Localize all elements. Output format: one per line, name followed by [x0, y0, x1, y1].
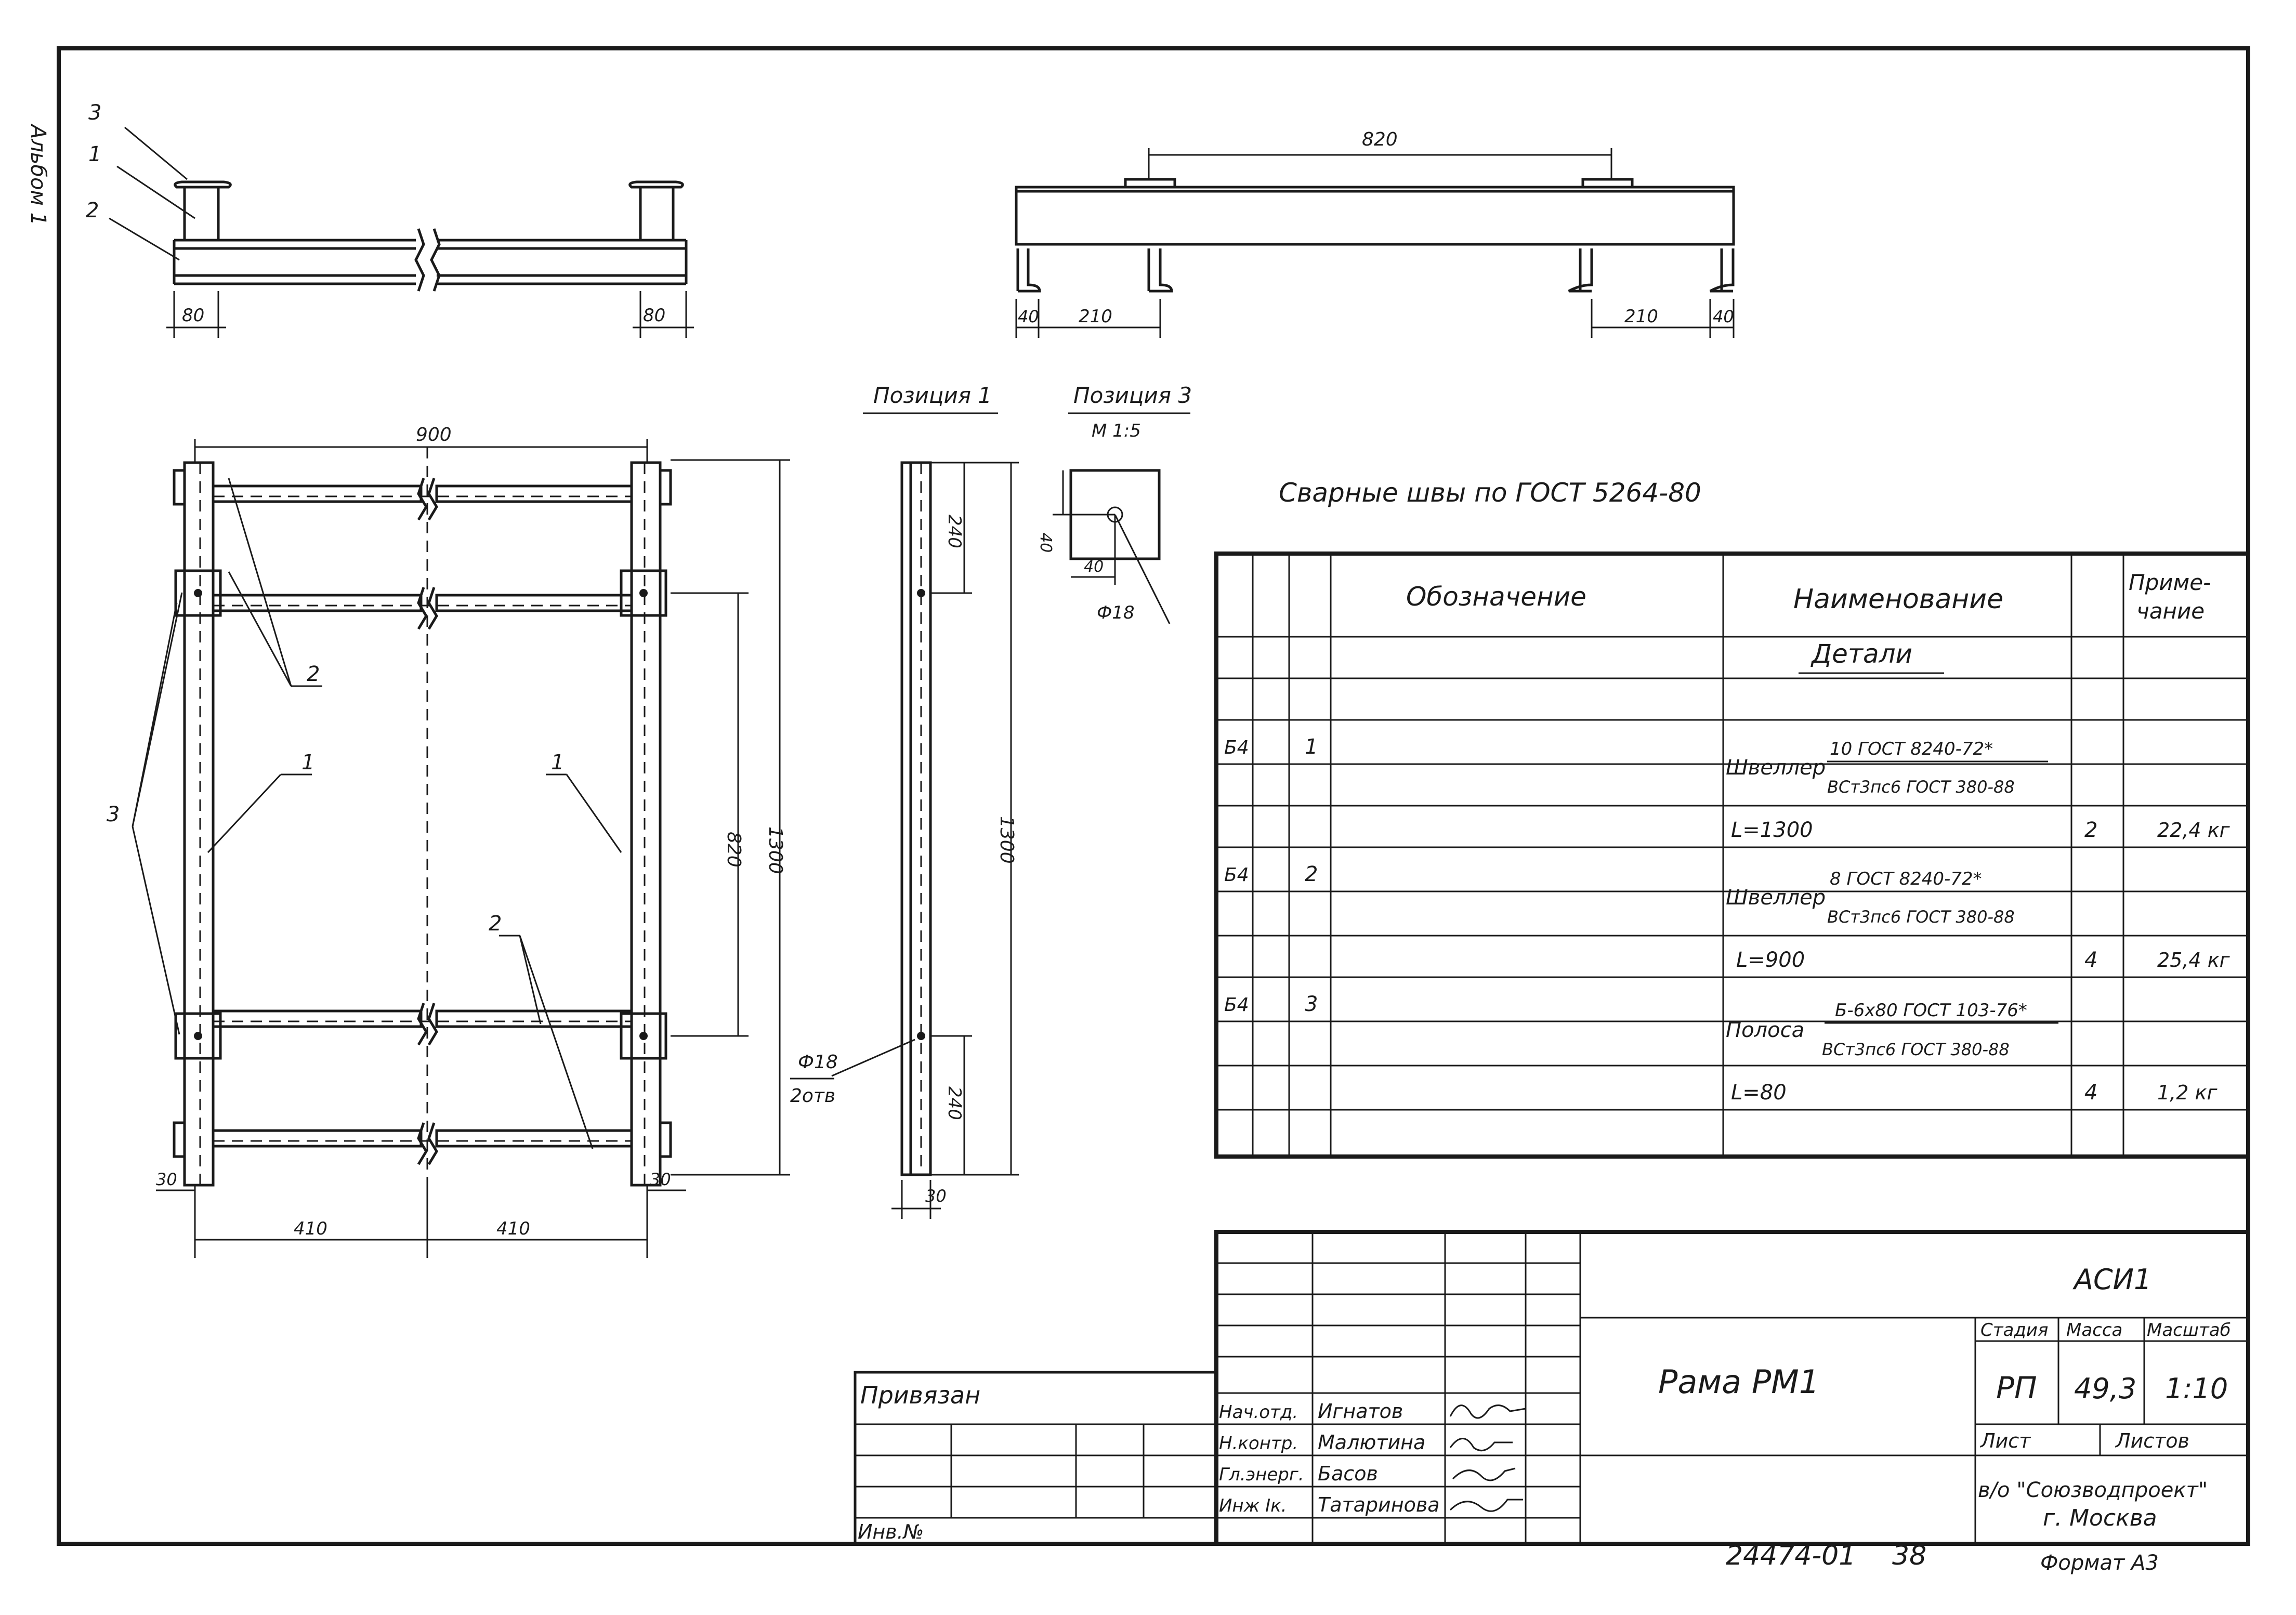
page-number: 38	[1892, 1540, 1926, 1571]
dim-80-left: 80	[182, 305, 204, 326]
staff-role-3: Гл.энерг.	[1219, 1464, 1304, 1485]
staff-name-2: Малютина	[1318, 1431, 1425, 1454]
callout-2-bottom: 2	[489, 912, 502, 936]
sheet-format: Формат А3	[2040, 1551, 2159, 1575]
staff-role-2: Н.контр.	[1219, 1433, 1298, 1454]
callout-3-plan: 3	[107, 803, 120, 826]
header-designation: Обозначение	[1406, 582, 1586, 612]
title-block: Привязан Инв.№ Нач.	[854, 1230, 2250, 1546]
staff-name-3: Басов	[1318, 1462, 1378, 1485]
callout-1-left: 1	[301, 751, 314, 774]
row3-bottom: ВСт3пс6 ГОСТ 380-88	[1822, 1040, 2010, 1059]
weld-note: Сварные швы по ГОСТ 5264-80	[1279, 478, 1701, 508]
stage-value: РП	[1996, 1370, 2037, 1406]
pos3-scale: М 1:5	[1092, 421, 1141, 441]
dim-820: 820	[1362, 129, 1398, 150]
dim-30-right: 30	[650, 1170, 671, 1189]
row1-name: Швеллер	[1726, 756, 1826, 780]
row1-format: Б4	[1224, 737, 1249, 758]
dim-900: 900	[416, 424, 452, 445]
staff-name-4: Татаринова	[1318, 1493, 1440, 1516]
pos1-dim-1300: 1300	[996, 816, 1017, 864]
plan-view: 900 820 1300 410 410 30 30 2 1 1 3 2	[107, 424, 790, 1258]
callout-2: 2	[86, 199, 99, 222]
row2-format: Б4	[1224, 864, 1249, 886]
row1-top: 10 ГОСТ 8240-72*	[1830, 739, 1993, 759]
header-note-1: Приме-	[2129, 570, 2211, 595]
callout-1: 1	[88, 142, 101, 166]
row2-bottom: ВСт3пс6 ГОСТ 380-88	[1827, 907, 2015, 927]
scale-value: 1:10	[2165, 1372, 2228, 1405]
dim-30-left: 30	[156, 1170, 177, 1189]
callout-1-right: 1	[551, 751, 564, 774]
row1-bottom: ВСт3пс6 ГОСТ 380-88	[1827, 777, 2015, 797]
staff-role-4: Инж Iк.	[1219, 1495, 1287, 1516]
dim-410-left: 410	[294, 1218, 327, 1239]
row2-top: 8 ГОСТ 8240-72*	[1830, 869, 1982, 889]
pos1-hole-dia: Ф18	[798, 1052, 838, 1073]
row3-top: Б-6х80 ГОСТ 103-76*	[1835, 1000, 2027, 1021]
staff-role-1: Нач.отд.	[1219, 1402, 1298, 1423]
position-1-detail: Позиция 1 240 1300 240 30 Ф18 2отв	[790, 383, 1019, 1219]
pos3-title: Позиция 3	[1073, 383, 1192, 408]
org-line-1: в/о "Союзводпроект"	[1978, 1478, 2208, 1502]
header-name: Наименование	[1793, 584, 2003, 615]
dim-1300-vert: 1300	[765, 826, 786, 874]
pos1-title: Позиция 1	[873, 383, 992, 408]
row2-name: Швеллер	[1726, 886, 1826, 910]
row1-length: L=1300	[1731, 818, 1813, 842]
scale-label: Масштаб	[2147, 1320, 2231, 1341]
callout-3: 3	[88, 101, 101, 125]
dim-820-vert: 820	[723, 832, 744, 868]
specification-table: Обозначение Наименование Приме- чание Де…	[1214, 552, 2250, 1159]
drawing-name: Рама РМ1	[1658, 1363, 1819, 1401]
header-note-2: чание	[2136, 598, 2205, 624]
pos1-dim-30: 30	[925, 1186, 947, 1206]
callout-2-top: 2	[307, 662, 320, 686]
project-code: АСИ1	[2072, 1263, 2151, 1296]
row1-mass: 22,4 кг	[2157, 819, 2231, 842]
dim-80-right: 80	[643, 305, 665, 326]
margin-note: Альбом 1	[26, 123, 50, 226]
row1-qty: 2	[2084, 818, 2097, 842]
signatures	[1449, 1404, 1526, 1512]
row2-mass: 25,4 кг	[2157, 949, 2231, 971]
row2-pos: 2	[1305, 862, 1318, 886]
section-details: Детали	[1810, 639, 1912, 669]
row3-format: Б4	[1224, 994, 1249, 1016]
pos1-dim-240-bottom: 240	[944, 1086, 965, 1120]
row3-qty: 4	[2084, 1081, 2097, 1105]
row1-pos: 1	[1305, 735, 1318, 759]
pos3-dim-40-horiz: 40	[1084, 558, 1104, 576]
dim-40-right: 40	[1713, 307, 1734, 326]
pos3-hole: Ф18	[1097, 602, 1135, 623]
position-3-detail: Позиция 3 М 1:5 40 40 Ф18	[1037, 383, 1192, 624]
sheets-label: Листов	[2115, 1429, 2189, 1452]
bound-label: Привязан	[860, 1381, 980, 1409]
mass-value: 49,3	[2074, 1372, 2136, 1405]
side-view-right: 820 40 210 210 40	[1015, 129, 1735, 338]
staff-name-1: Игнатов	[1318, 1400, 1403, 1423]
row3-name: Полоса	[1726, 1018, 1804, 1042]
dim-410-right: 410	[496, 1218, 530, 1239]
side-view-left: 3 1 2 80 80	[86, 101, 694, 338]
pos1-hole-count: 2отв	[790, 1085, 835, 1107]
stage-label: Стадия	[1980, 1320, 2048, 1341]
mass-label: Масса	[2066, 1320, 2122, 1341]
row3-mass: 1,2 кг	[2157, 1081, 2218, 1104]
row2-length: L=900	[1736, 948, 1805, 972]
dim-210-right: 210	[1624, 306, 1658, 327]
sheet-label: Лист	[1979, 1429, 2031, 1452]
pos1-dim-240-top: 240	[944, 515, 965, 548]
dim-210-left: 210	[1079, 306, 1112, 327]
pos3-dim-40-vert: 40	[1037, 533, 1055, 553]
doc-number: 24474-01	[1726, 1540, 1856, 1571]
row2-qty: 4	[2084, 948, 2097, 972]
dim-40-left: 40	[1018, 307, 1039, 326]
org-line-2: г. Москва	[2043, 1505, 2157, 1531]
inv-label: Инв.№	[858, 1520, 924, 1543]
row3-length: L=80	[1731, 1081, 1787, 1105]
row3-pos: 3	[1305, 992, 1318, 1016]
